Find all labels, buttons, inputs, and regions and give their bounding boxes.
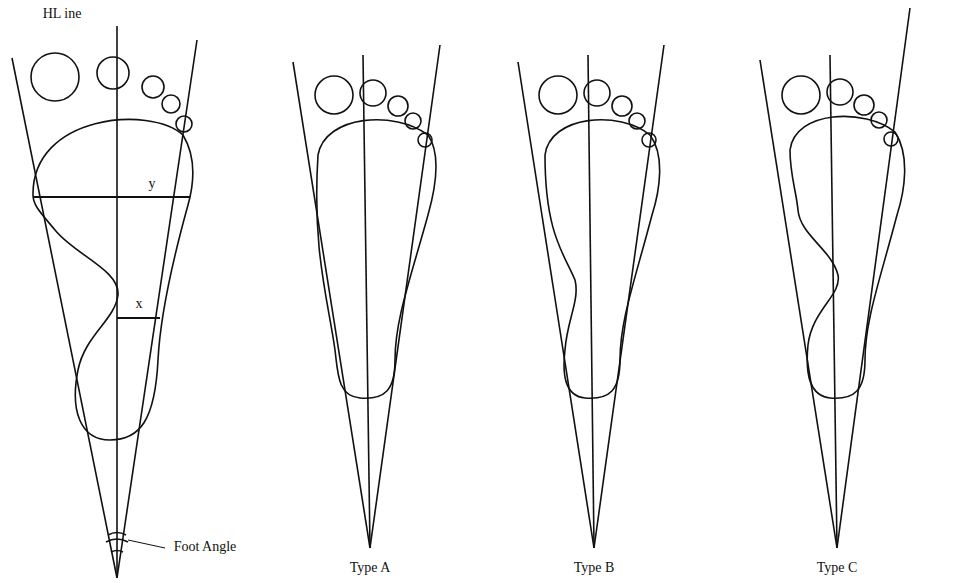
type-a-footprint [293,45,440,548]
type-label: Type B [572,560,617,576]
type-label: Type A [348,560,393,576]
main-footprint [12,26,197,578]
type-label: Type C [815,560,860,576]
dimension-label: x [134,296,145,312]
angle-label: Foot Angle [172,539,239,555]
type-c-footprint [760,8,910,548]
dimension-label: y [147,176,158,192]
line-label: HL ine [41,6,84,22]
type-b-footprint [518,45,664,548]
